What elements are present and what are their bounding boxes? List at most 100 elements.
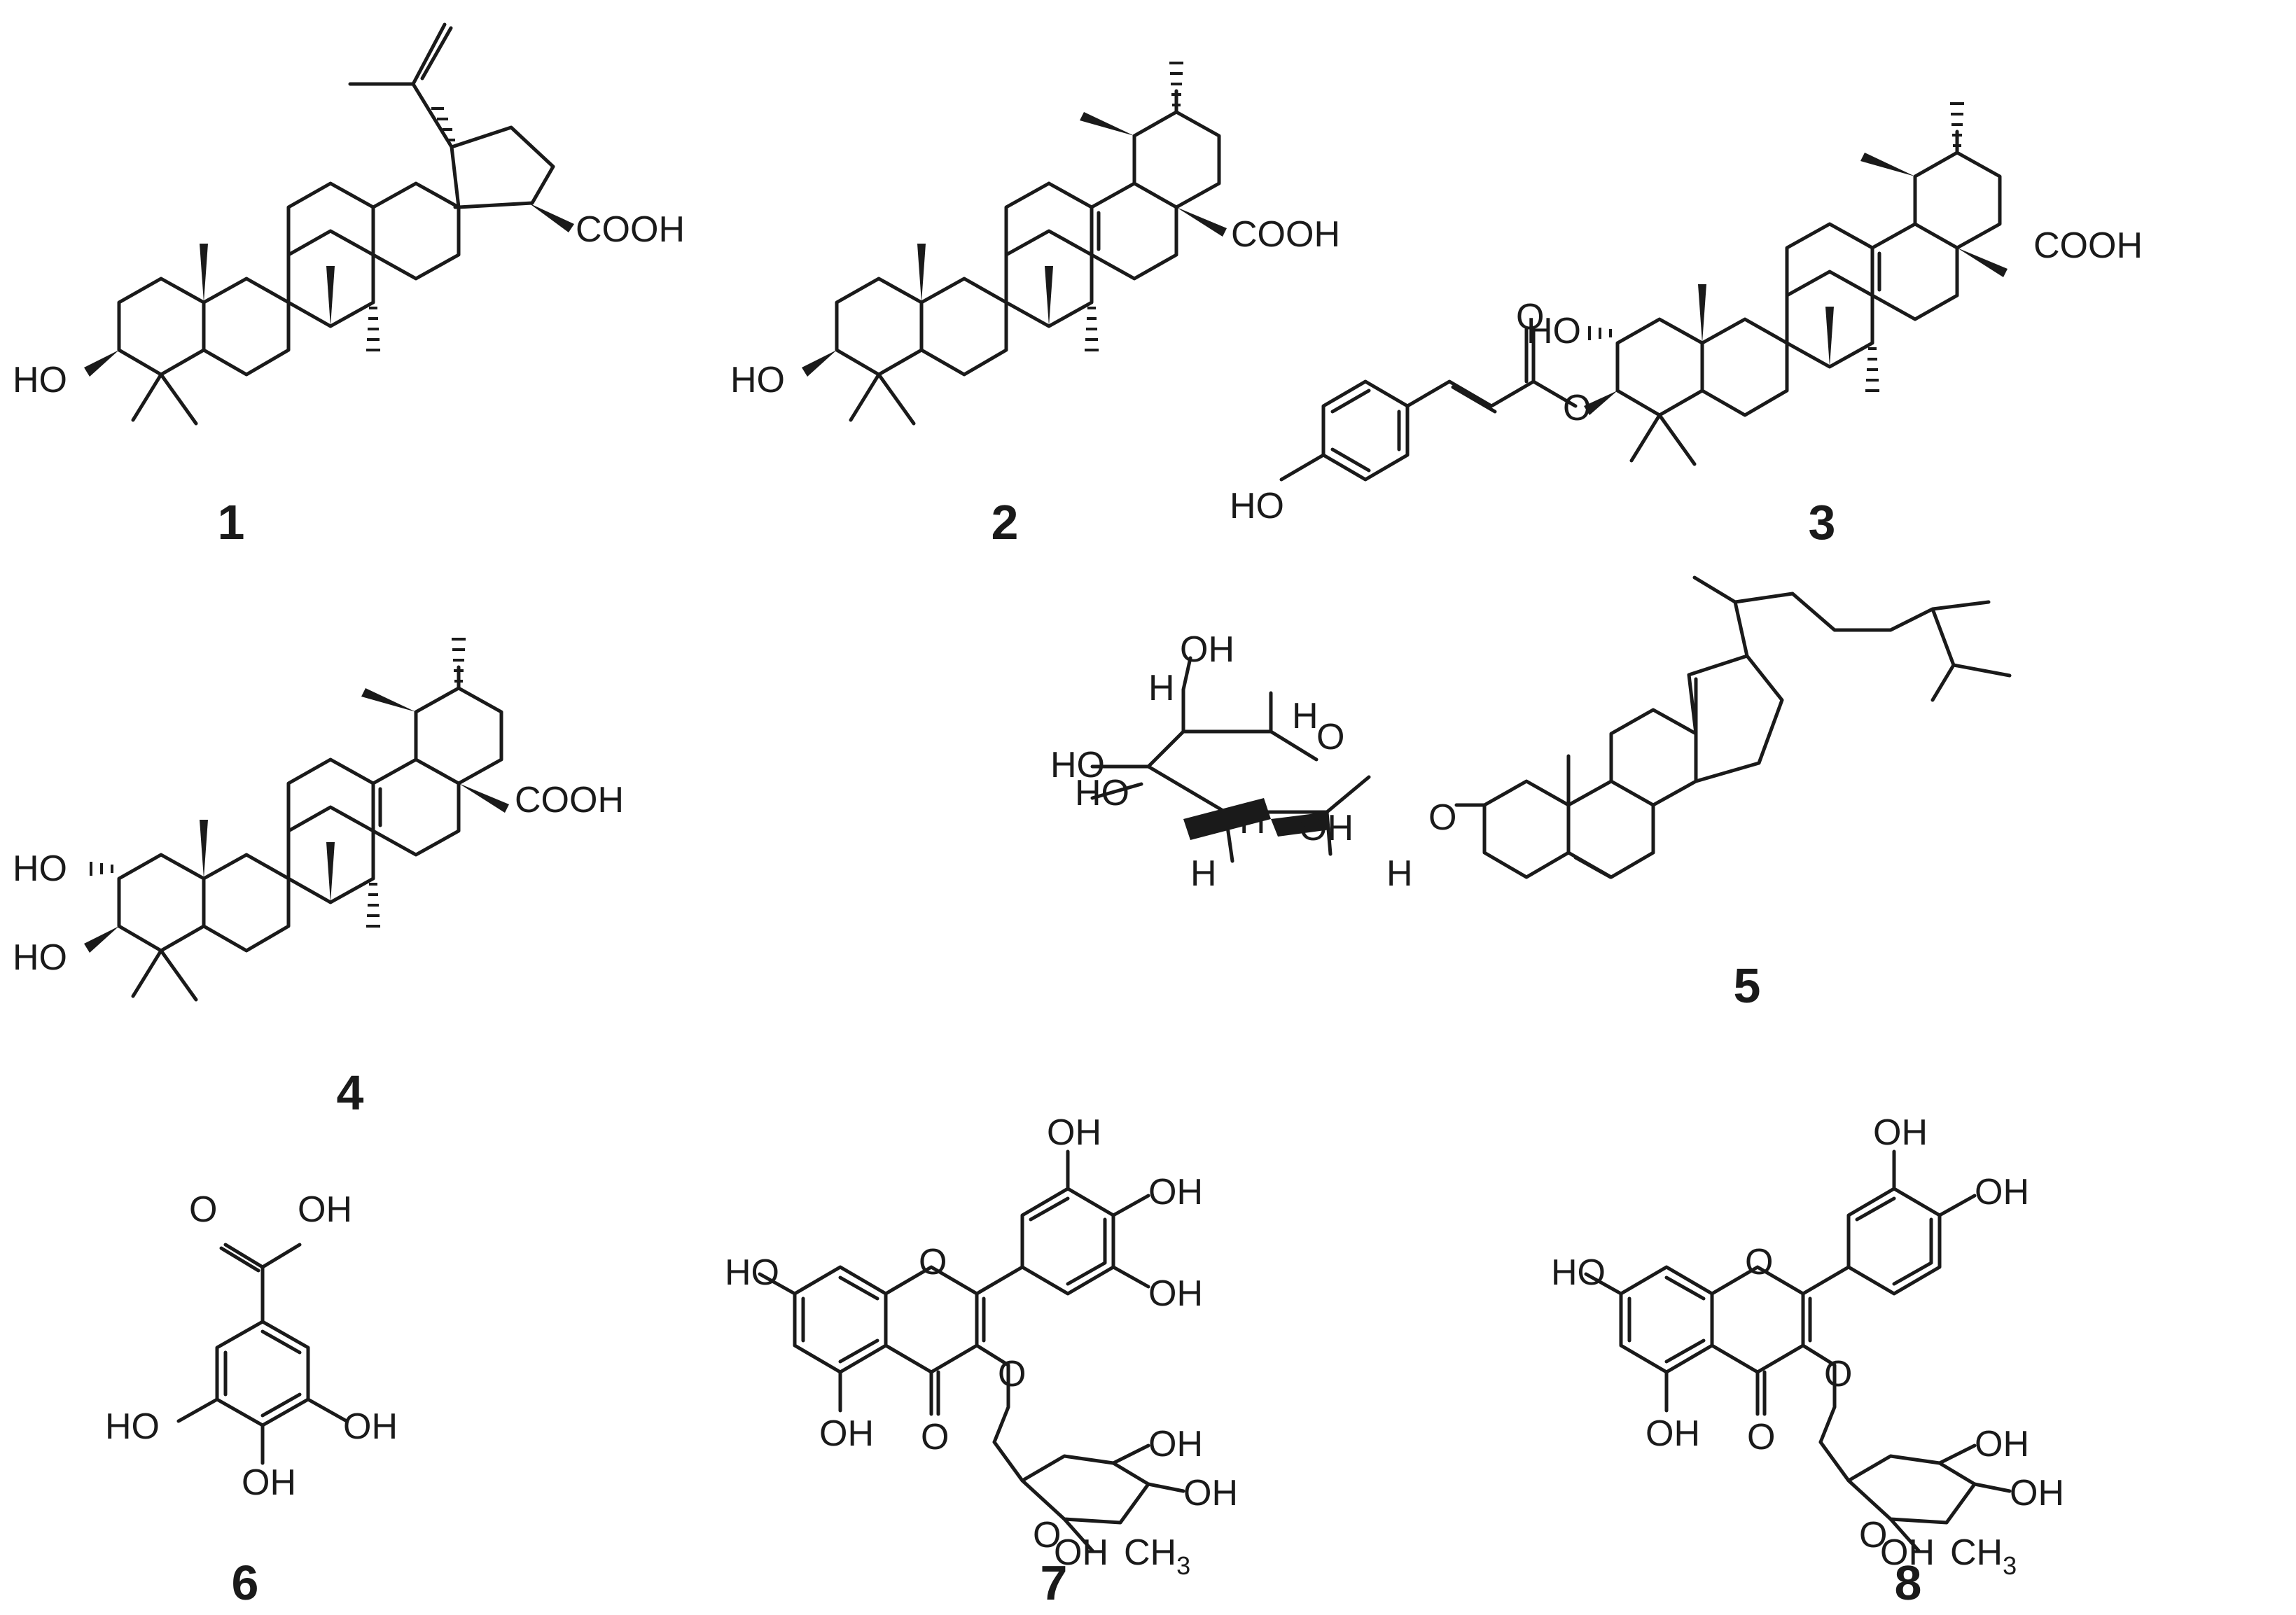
- wedge-bond: [1860, 153, 1915, 176]
- compound-6-carbonyl-o-label: O: [189, 1189, 217, 1230]
- compound-7-methyl-label: CH3: [1124, 1532, 1190, 1580]
- compound-3-bonds: [1279, 130, 2002, 482]
- wedge-bond: [1271, 812, 1330, 837]
- compound-7-glyco-o-label: O: [998, 1354, 1026, 1394]
- compound-8-ho-7-label: HO: [1551, 1252, 1606, 1293]
- hashed-bond: [1085, 62, 1183, 351]
- compound-6-oh-right-label: OH: [343, 1406, 398, 1447]
- compound-7-label: 7: [1041, 1555, 1068, 1610]
- compound-8-oh-4p-label: OH: [1975, 1172, 2029, 1212]
- hashed-bond: [366, 107, 455, 351]
- compound-8-oh-5-label: OH: [1646, 1413, 1700, 1454]
- compound-4-hydroxyl-3-label: HO: [13, 937, 67, 978]
- wedge-bond: [802, 350, 837, 377]
- compound-3-hydroxyl-2-label: HO: [1526, 311, 1581, 351]
- compound-8-oh-3p-label: OH: [1873, 1112, 1928, 1153]
- compound-3-structure: COOH HO O O HO 3: [1230, 102, 2143, 550]
- compound-2-bonds: [835, 89, 1221, 426]
- compound-8-keto-o-label: O: [1747, 1417, 1775, 1457]
- wedge-bond: [361, 688, 416, 712]
- compound-2-acid-label: COOH: [1231, 214, 1340, 255]
- compound-5-oh-c2-label: OH: [1299, 808, 1354, 848]
- compound-6-ho-left-label: HO: [105, 1406, 160, 1447]
- compound-1-acid-label: COOH: [576, 209, 685, 250]
- compound-3-label: 3: [1809, 495, 1836, 550]
- compound-4-acid-label: COOH: [515, 780, 624, 820]
- wedge-bond: [1176, 207, 1227, 237]
- compound-3-acid-label: COOH: [2033, 225, 2143, 266]
- compound-6-oh-bottom-label: OH: [242, 1462, 296, 1503]
- compound-1-bonds: [117, 22, 555, 426]
- compound-2-label: 2: [992, 495, 1019, 550]
- compound-7-ring-o-label: O: [919, 1242, 947, 1282]
- compound-7-oh-4p-label: OH: [1148, 1172, 1203, 1212]
- compound-6-acid-oh-label: OH: [298, 1189, 352, 1230]
- compound-4-hydroxyl-2-label: HO: [13, 848, 67, 889]
- compound-5-label: 5: [1734, 958, 1761, 1013]
- compound-8-ring-o-label: O: [1745, 1242, 1773, 1282]
- compound-2-hydroxyl-label: HO: [730, 360, 785, 400]
- compound-7-ho-7-label: HO: [725, 1252, 779, 1293]
- compound-7-bonds: [758, 1149, 1185, 1553]
- wedge-bond: [200, 820, 208, 879]
- compound-5-h-c5-label: H: [1292, 696, 1319, 736]
- compound-5-h-c1-label: H: [1386, 853, 1413, 894]
- compound-7-oh-5-label: OH: [819, 1413, 874, 1454]
- hashed-bond: [1588, 102, 1964, 392]
- compound-2-structure: COOH HO 2: [730, 62, 1340, 550]
- wedge-bond: [1584, 391, 1617, 415]
- wedge-bond: [84, 926, 119, 953]
- compound-8-label: 8: [1895, 1555, 1922, 1610]
- wedge-bond: [1183, 798, 1271, 840]
- hashed-bond: [90, 638, 466, 928]
- wedge-bond: [200, 244, 208, 302]
- compound-5-bonds: [1090, 575, 2012, 879]
- compound-5-h-c4-label: H: [1148, 668, 1175, 708]
- wedge-bond: [529, 203, 574, 232]
- compound-5-ring-o-label: O: [1316, 717, 1344, 757]
- compound-6-bonds: [176, 1243, 349, 1465]
- compound-6-label: 6: [232, 1555, 259, 1610]
- compound-3-carbonyl-o-label: O: [1516, 297, 1544, 337]
- wedge-bond: [917, 244, 926, 302]
- compound-8-sugar-oh-b-label: OH: [2010, 1473, 2064, 1513]
- wedge-bond: [1825, 307, 1834, 367]
- compound-5-h-c2-label: H: [1190, 853, 1217, 894]
- compound-8-sugar-o-label: O: [1859, 1515, 1887, 1555]
- compound-7-keto-o-label: O: [921, 1417, 949, 1457]
- compound-8-methyl-label: CH3: [1950, 1532, 2017, 1580]
- compound-8-sugar-oh-c-label: OH: [1880, 1532, 1935, 1573]
- wedge-bond: [1957, 248, 2008, 277]
- compound-7-oh-3p-label: OH: [1047, 1112, 1101, 1153]
- compound-3-phenol-label: HO: [1230, 486, 1284, 526]
- compound-5-ho-c4-label: HO: [1050, 745, 1105, 785]
- compound-7-sugar-oh-a-label: OH: [1148, 1424, 1203, 1464]
- wedge-bond: [1080, 112, 1134, 136]
- compound-8-structure: HO O OH OH OH O O OH OH OH O CH3 8: [1551, 1112, 2064, 1610]
- compound-1-structure: COOH HO 1: [13, 22, 685, 550]
- compound-5-ho-c3-label: HO: [1075, 773, 1129, 813]
- compound-4-label: 4: [337, 1065, 364, 1120]
- wedge-bond: [1698, 284, 1706, 343]
- compound-7-structure: HO O OH OH OH OH O O OH OH OH O CH3 7: [725, 1112, 1238, 1610]
- wedge-bond: [459, 783, 509, 813]
- compound-7-sugar-oh-c-label: OH: [1054, 1532, 1108, 1573]
- compound-4-structure: COOH HO HO 4: [13, 638, 624, 1120]
- compound-8-bonds: [1584, 1149, 2012, 1553]
- compound-6-structure: O OH HO OH OH 6: [105, 1189, 398, 1610]
- compound-5-glyco-o-label: O: [1428, 797, 1456, 838]
- wedge-bond: [326, 842, 335, 902]
- compound-3-ester-o-label: O: [1563, 388, 1591, 428]
- compound-7-oh-5p-label: OH: [1148, 1273, 1203, 1314]
- wedge-bond: [84, 350, 119, 377]
- compound-8-sugar-oh-a-label: OH: [1975, 1424, 2029, 1464]
- compound-1-hydroxyl-label: HO: [13, 360, 67, 400]
- compound-7-sugar-o-label: O: [1033, 1515, 1061, 1555]
- compound-5-oh-c6-label: OH: [1180, 629, 1234, 670]
- wedge-bond: [1045, 266, 1053, 326]
- compound-5-structure: O O OH H HO HO H H H OH H 5: [1050, 575, 2012, 1013]
- compound-1-label: 1: [218, 495, 245, 550]
- wedge-bond: [326, 266, 335, 326]
- compound-7-sugar-oh-b-label: OH: [1183, 1473, 1238, 1513]
